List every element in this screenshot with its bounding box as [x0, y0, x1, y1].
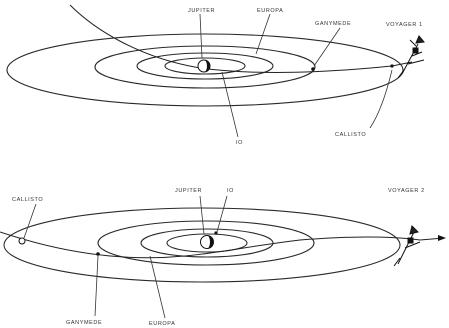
ganymede-label: GANYMEDE	[66, 320, 102, 326]
jupiter-label: JUPITER	[188, 8, 215, 14]
ganymede-orbit	[97, 220, 315, 266]
jupiter-planet	[200, 235, 214, 249]
europa-leader-line	[255, 13, 271, 55]
ganymede-leader-line	[313, 27, 341, 67]
ganymede-orbit	[94, 45, 316, 89]
voyager-2-label: VOYAGER 2	[388, 188, 425, 194]
voyager-2-encounter-diagram: CALLISTO JUPITER IO VOYAGER 2 GANYMEDE E…	[0, 188, 446, 327]
europa-label: EUROPA	[149, 321, 175, 327]
voyager-1-label: VOYAGER 1	[386, 22, 423, 28]
io-orbit	[166, 233, 248, 253]
callisto-moon	[18, 237, 26, 245]
europa-orbit	[136, 52, 274, 80]
voyager-1-encounter-diagram: JUPITER EUROPA GANYMEDE VOYAGER 1 CALLIS…	[6, 4, 425, 146]
ganymede-label: GANYMEDE	[315, 21, 351, 27]
ganymede-moon	[96, 252, 100, 256]
io-label: IO	[227, 188, 234, 194]
europa-orbit	[140, 228, 274, 258]
ganymede-moon	[311, 67, 315, 71]
callisto-orbit	[6, 33, 404, 107]
jupiter-label: JUPITER	[175, 188, 202, 194]
jupiter-leader-line	[199, 13, 203, 59]
callisto-label: CALLISTO	[335, 132, 366, 138]
europa-label: EUROPA	[257, 8, 283, 14]
io-leader-line	[221, 71, 239, 138]
voyager-2-spacecraft-icon	[393, 225, 446, 267]
jupiter-leader-line	[199, 195, 205, 235]
callisto-moon	[390, 64, 394, 68]
europa-leader-line	[149, 255, 166, 319]
voyager-1-spacecraft-icon	[397, 35, 425, 79]
callisto-label: CALLISTO	[12, 197, 43, 203]
callisto-leader-line	[369, 69, 393, 129]
voyager-2-trajectory	[0, 231, 445, 259]
callisto-orbit	[3, 207, 401, 283]
jupiter-planet	[197, 59, 211, 73]
io-label: IO	[236, 140, 243, 146]
io-leader-line	[216, 195, 228, 233]
io-moon	[214, 231, 218, 235]
ganymede-leader-line	[94, 255, 99, 317]
callisto-leader-line	[23, 203, 37, 239]
io-orbit	[164, 57, 246, 75]
